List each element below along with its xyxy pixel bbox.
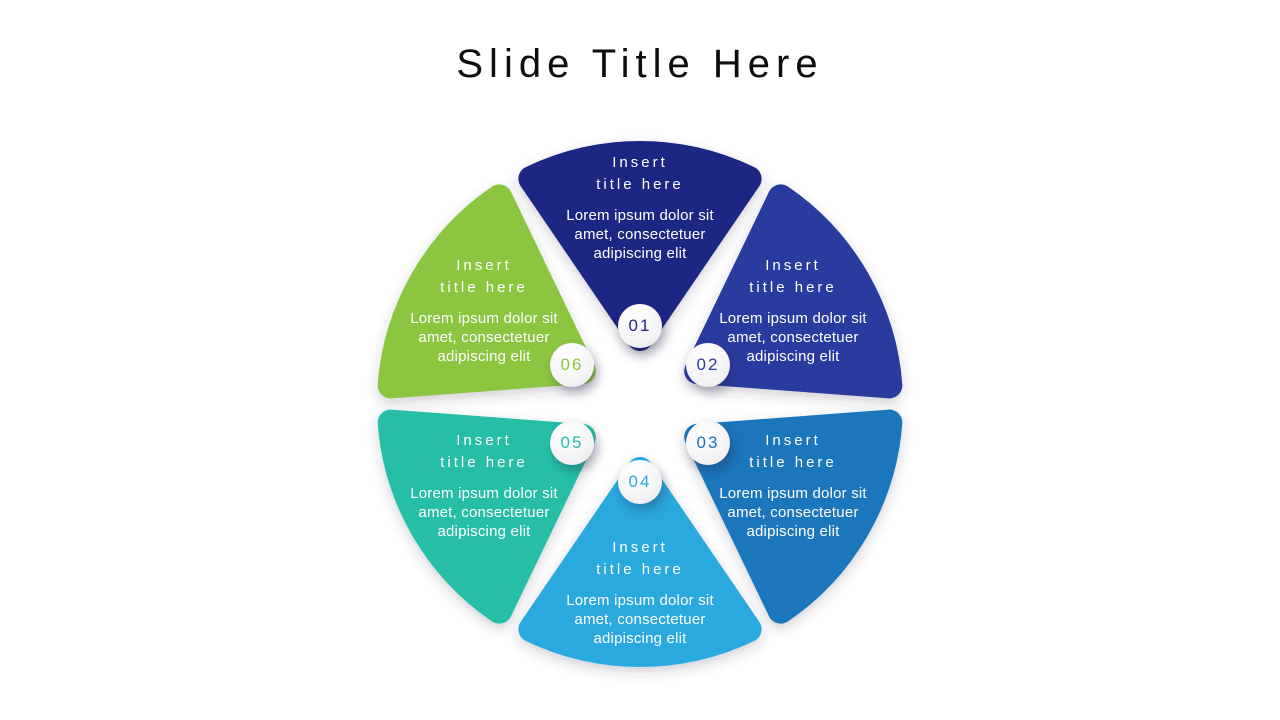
segment-04-number: 04: [628, 472, 652, 491]
body-line: Lorem ipsum dolor sit: [719, 310, 867, 327]
title-line: title here: [440, 279, 528, 296]
segment-03-number-badge[interactable]: 03: [686, 421, 730, 465]
body-line: adipiscing elit: [593, 245, 687, 262]
segment-02-text[interactable]: Insert title here Lorem ipsum dolor sit …: [678, 255, 908, 366]
segment-04-title: Insert title here: [525, 537, 755, 581]
segment-02-wedge[interactable]: [643, 184, 911, 465]
body-line: adipiscing elit: [746, 348, 840, 365]
body-line: amet, consectetuer: [574, 611, 706, 628]
title-line: Insert: [456, 432, 512, 449]
title-line: title here: [440, 454, 528, 471]
segment-05-body: Lorem ipsum dolor sit amet, consectetuer…: [369, 484, 599, 541]
segment-04-text[interactable]: Insert title here Lorem ipsum dolor sit …: [525, 537, 755, 648]
segment-01-number-badge[interactable]: 01: [618, 304, 662, 348]
segment-05-text[interactable]: Insert title here Lorem ipsum dolor sit …: [369, 430, 599, 541]
body-line: amet, consectetuer: [727, 329, 859, 346]
segment-01-title: Insert title here: [525, 152, 755, 196]
segment-02-title: Insert title here: [678, 255, 908, 299]
body-line: Lorem ipsum dolor sit: [566, 207, 714, 224]
slide-title: Slide Title Here: [456, 42, 824, 86]
body-line: Lorem ipsum dolor sit: [566, 592, 714, 609]
segment-03-text[interactable]: Insert title here Lorem ipsum dolor sit …: [678, 430, 908, 541]
segment-03-number: 03: [696, 433, 720, 452]
title-line: title here: [749, 279, 837, 296]
segment-06-text[interactable]: Insert title here Lorem ipsum dolor sit …: [369, 255, 599, 366]
segment-04-body: Lorem ipsum dolor sit amet, consectetuer…: [525, 591, 755, 648]
body-line: Lorem ipsum dolor sit: [410, 485, 558, 502]
segment-03-wedge[interactable]: [643, 343, 911, 624]
body-line: amet, consectetuer: [574, 226, 706, 243]
body-line: amet, consectetuer: [418, 329, 550, 346]
segment-05-title: Insert title here: [369, 430, 599, 474]
segment-03-title: Insert title here: [678, 430, 908, 474]
segment-05-number-badge[interactable]: 05: [550, 421, 594, 465]
body-line: adipiscing elit: [437, 523, 531, 540]
title-line: title here: [596, 176, 684, 193]
body-line: Lorem ipsum dolor sit: [410, 310, 558, 327]
segment-06-number: 06: [560, 355, 584, 374]
segment-01-text[interactable]: Insert title here Lorem ipsum dolor sit …: [525, 152, 755, 263]
title-line: Insert: [765, 432, 821, 449]
segment-04-number-badge[interactable]: 04: [618, 460, 662, 504]
segment-02-number-badge[interactable]: 02: [686, 343, 730, 387]
diagram-wedges-canvas: [369, 140, 911, 668]
title-line: title here: [749, 454, 837, 471]
body-line: Lorem ipsum dolor sit: [719, 485, 867, 502]
segment-06-wedge[interactable]: [369, 184, 637, 465]
body-line: adipiscing elit: [746, 523, 840, 540]
segment-05-number: 05: [560, 433, 584, 452]
segment-06-body: Lorem ipsum dolor sit amet, consectetuer…: [369, 309, 599, 366]
segment-04-wedge[interactable]: [518, 457, 762, 668]
body-line: adipiscing elit: [437, 348, 531, 365]
title-line: Insert: [612, 154, 668, 171]
segment-06-number-badge[interactable]: 06: [550, 343, 594, 387]
segment-01-wedge[interactable]: [518, 140, 762, 351]
title-line: title here: [596, 561, 684, 578]
segment-02-number: 02: [696, 355, 720, 374]
segment-05-wedge[interactable]: [369, 343, 637, 624]
segment-01-number: 01: [628, 316, 652, 335]
segment-01-body: Lorem ipsum dolor sit amet, consectetuer…: [525, 206, 755, 263]
title-line: Insert: [456, 257, 512, 274]
segment-02-body: Lorem ipsum dolor sit amet, consectetuer…: [678, 309, 908, 366]
segment-03-body: Lorem ipsum dolor sit amet, consectetuer…: [678, 484, 908, 541]
segment-06-title: Insert title here: [369, 255, 599, 299]
body-line: amet, consectetuer: [727, 504, 859, 521]
body-line: adipiscing elit: [593, 630, 687, 647]
title-line: Insert: [612, 539, 668, 556]
body-line: amet, consectetuer: [418, 504, 550, 521]
title-line: Insert: [765, 257, 821, 274]
